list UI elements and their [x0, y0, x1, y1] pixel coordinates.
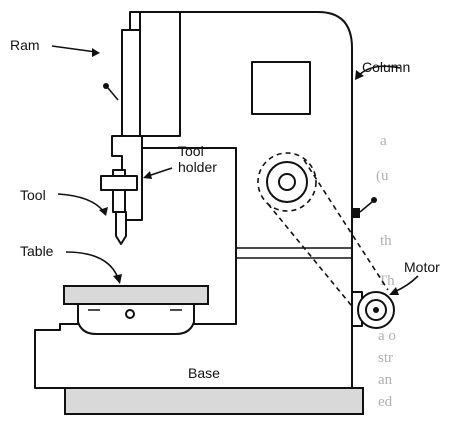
ram-arrowhead [92, 48, 100, 57]
label-ram: Ram [10, 37, 40, 53]
label-table: Table [20, 243, 54, 259]
motor-leader [393, 275, 419, 293]
bg-text-3: th [380, 233, 392, 249]
bg-text-6: a o [378, 328, 396, 344]
ram-leader [51, 45, 97, 53]
label-tool-holder-2: holder [178, 159, 217, 175]
bg-text-7: str [378, 350, 393, 366]
ram [139, 11, 181, 137]
table [63, 285, 209, 335]
bg-text-8: an [378, 372, 393, 388]
column-arrowhead [355, 70, 364, 80]
tool-holder-clamp [100, 175, 138, 191]
bg-text-4: Th [378, 273, 395, 289]
ram-handle [103, 83, 119, 101]
label-column: Column [362, 59, 410, 75]
bg-text-1: a [380, 133, 387, 149]
motor-arrowhead [389, 287, 399, 295]
motor [351, 291, 395, 329]
inspection-window [251, 61, 311, 115]
tool-holder-arrowhead [143, 171, 152, 179]
tool-holder-leader [147, 167, 173, 177]
tool [115, 211, 127, 245]
belt-lower [267, 203, 361, 317]
bg-text-2: (u [376, 168, 389, 184]
table-leader [65, 251, 119, 279]
background-text: a (u th Th eit a o str an ed [376, 133, 396, 410]
label-tool: Tool [20, 187, 46, 203]
label-motor: Motor [404, 259, 440, 275]
label-base: Base [188, 365, 220, 381]
bg-text-9: ed [378, 394, 393, 410]
column-lever [352, 197, 377, 218]
belt-upper [303, 159, 389, 291]
pulley [257, 152, 317, 212]
tool-leader [57, 193, 105, 213]
table-arrowhead [113, 274, 122, 284]
tool-arrowhead [99, 207, 108, 216]
base-plate [64, 387, 364, 415]
label-tool-holder-1: Tool [178, 143, 204, 159]
ram-slide [121, 29, 141, 151]
